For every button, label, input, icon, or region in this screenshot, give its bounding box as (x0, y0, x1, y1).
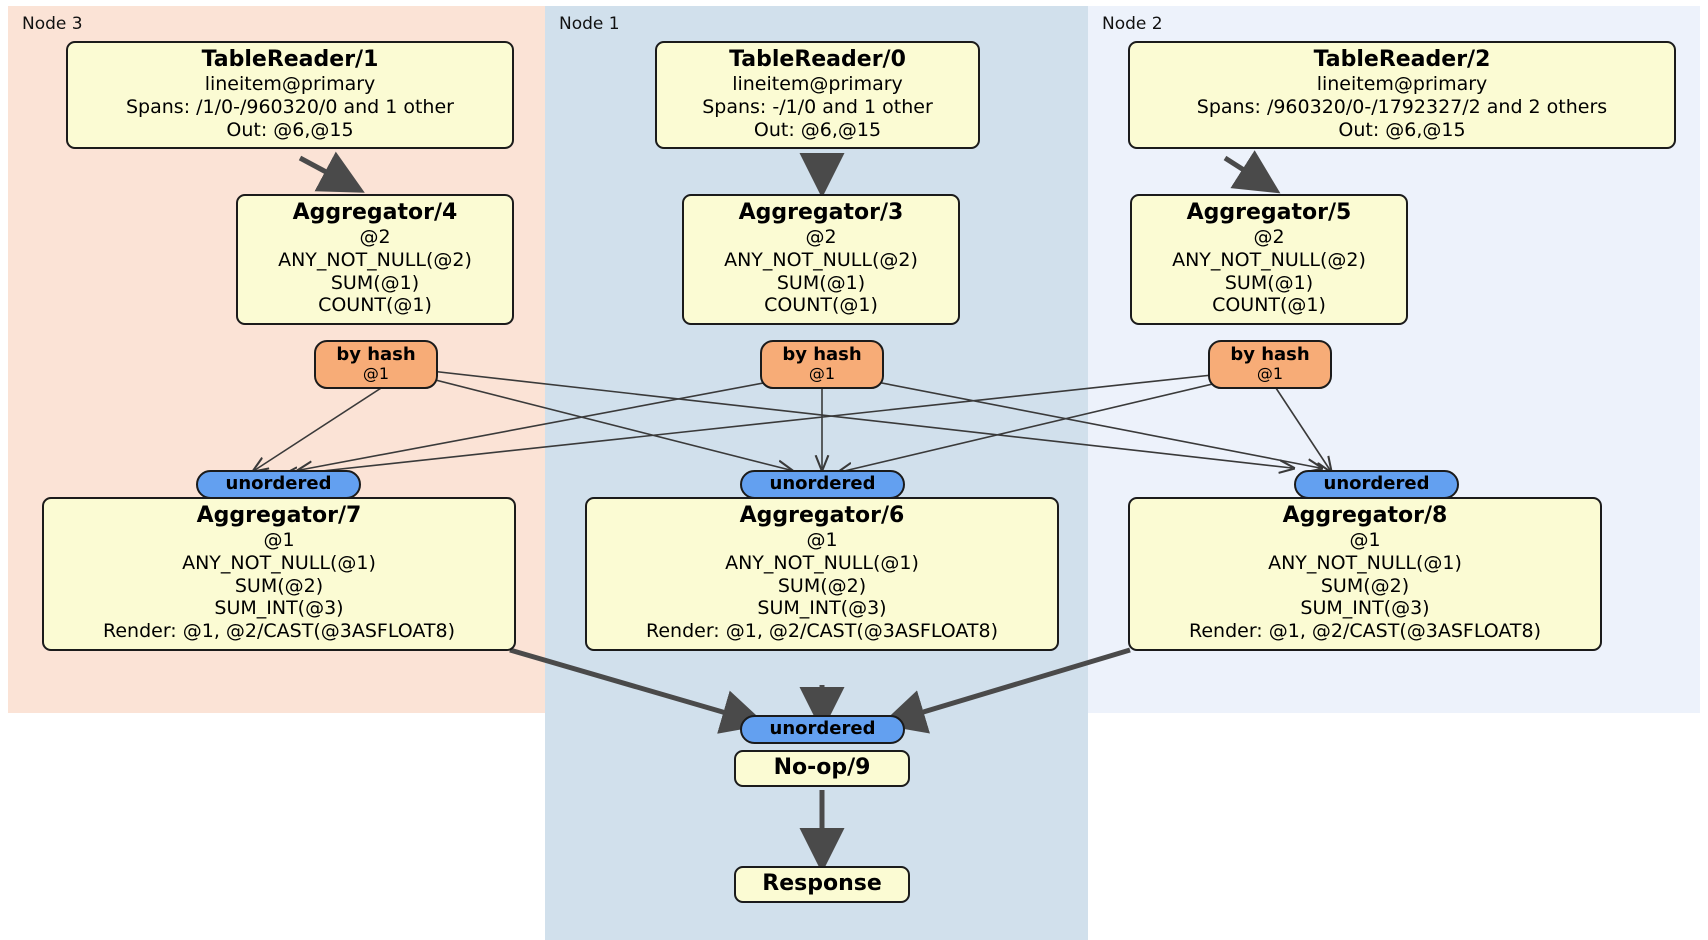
processor-aggregator-4[interactable]: Aggregator/4 @2 ANY_NOT_NULL(@2) SUM(@1)… (236, 194, 514, 326)
processor-line: Out: @6,@15 (1338, 118, 1466, 141)
processor-line: ANY_NOT_NULL(@2) (724, 248, 918, 271)
processor-line: SUM(@1) (330, 271, 420, 294)
router-label: by hash (336, 344, 416, 365)
processor-table-reader-1[interactable]: TableReader/1 lineitem@primary Spans: /1… (66, 41, 514, 150)
processor-line: Render: @1, @2/CAST(@3ASFLOAT8) (646, 620, 998, 643)
synchronizer-unordered-left[interactable]: unordered (196, 470, 361, 500)
processor-line: @1 (806, 528, 838, 551)
processor-aggregator-7[interactable]: Aggregator/7 @1 ANY_NOT_NULL(@1) SUM(@2)… (42, 497, 516, 651)
processor-title: Aggregator/5 (1186, 200, 1352, 225)
router-by-hash-mid[interactable]: by hash @1 (760, 340, 884, 390)
processor-line: Spans: -/1/0 and 1 other (702, 95, 933, 118)
processor-title: No-op/9 (773, 755, 871, 780)
processor-line: ANY_NOT_NULL(@2) (1172, 248, 1366, 271)
router-column: @1 (362, 364, 390, 384)
processor-line: ANY_NOT_NULL(@1) (1268, 551, 1462, 574)
processor-title: TableReader/2 (1313, 47, 1491, 72)
processor-title: Aggregator/8 (1282, 503, 1448, 528)
processor-line: SUM(@1) (776, 271, 866, 294)
processor-title: Aggregator/4 (292, 200, 458, 225)
processor-line: SUM_INT(@3) (1300, 597, 1430, 620)
router-by-hash-left[interactable]: by hash @1 (314, 340, 438, 390)
processor-aggregator-5[interactable]: Aggregator/5 @2 ANY_NOT_NULL(@2) SUM(@1)… (1130, 194, 1408, 326)
processor-line: @2 (1253, 225, 1285, 248)
processor-title: Aggregator/6 (739, 503, 905, 528)
processor-line: SUM_INT(@3) (757, 597, 887, 620)
router-column: @1 (808, 364, 836, 384)
processor-line: SUM(@2) (1320, 574, 1410, 597)
processor-line: Render: @1, @2/CAST(@3ASFLOAT8) (103, 620, 455, 643)
node-panel-label-node3: Node 3 (22, 14, 83, 34)
processor-line: Out: @6,@15 (753, 118, 882, 141)
processor-line: SUM_INT(@3) (214, 597, 344, 620)
synchronizer-label: unordered (1323, 473, 1430, 494)
synchronizer-label: unordered (769, 473, 876, 494)
processor-line: lineitem@primary (1316, 72, 1488, 95)
router-by-hash-right[interactable]: by hash @1 (1208, 340, 1332, 390)
processor-title: TableReader/1 (201, 47, 379, 72)
processor-line: ANY_NOT_NULL(@1) (725, 551, 919, 574)
synchronizer-unordered-mid[interactable]: unordered (740, 470, 905, 500)
router-label: by hash (1230, 344, 1310, 365)
processor-response[interactable]: Response (734, 866, 910, 903)
processor-line: ANY_NOT_NULL(@2) (278, 248, 472, 271)
processor-line: @2 (805, 225, 837, 248)
processor-line: COUNT(@1) (764, 294, 878, 317)
processor-line: Render: @1, @2/CAST(@3ASFLOAT8) (1189, 620, 1541, 643)
processor-aggregator-3[interactable]: Aggregator/3 @2 ANY_NOT_NULL(@2) SUM(@1)… (682, 194, 960, 326)
processor-aggregator-6[interactable]: Aggregator/6 @1 ANY_NOT_NULL(@1) SUM(@2)… (585, 497, 1059, 651)
processor-table-reader-0[interactable]: TableReader/0 lineitem@primary Spans: -/… (655, 41, 980, 150)
router-column: @1 (1256, 364, 1284, 384)
processor-line: ANY_NOT_NULL(@1) (182, 551, 376, 574)
processor-title: Response (762, 871, 882, 896)
processor-line: COUNT(@1) (318, 294, 432, 317)
processor-noop-9[interactable]: No-op/9 (734, 750, 910, 787)
processor-aggregator-8[interactable]: Aggregator/8 @1 ANY_NOT_NULL(@1) SUM(@2)… (1128, 497, 1602, 651)
processor-line: Out: @6,@15 (226, 118, 354, 141)
processor-line: SUM(@2) (234, 574, 324, 597)
synchronizer-label: unordered (225, 473, 332, 494)
router-label: by hash (782, 344, 862, 365)
synchronizer-label: unordered (769, 718, 876, 739)
processor-title: TableReader/0 (729, 47, 906, 72)
processor-title: Aggregator/7 (196, 503, 362, 528)
processor-line: @1 (263, 528, 295, 551)
synchronizer-unordered-right[interactable]: unordered (1294, 470, 1459, 500)
processor-line: lineitem@primary (732, 72, 903, 95)
processor-line: SUM(@2) (777, 574, 867, 597)
processor-title: Aggregator/3 (738, 200, 904, 225)
processor-line: @2 (359, 225, 391, 248)
node-panel-label-node1: Node 1 (559, 14, 620, 34)
processor-line: lineitem@primary (204, 72, 376, 95)
processor-line: SUM(@1) (1224, 271, 1314, 294)
processor-table-reader-2[interactable]: TableReader/2 lineitem@primary Spans: /9… (1128, 41, 1676, 150)
processor-line: @1 (1349, 528, 1381, 551)
processor-line: Spans: /960320/0-/1792327/2 and 2 others (1196, 95, 1608, 118)
synchronizer-unordered-final[interactable]: unordered (740, 715, 905, 745)
processor-line: COUNT(@1) (1212, 294, 1326, 317)
node-panel-label-node2: Node 2 (1102, 14, 1163, 34)
processor-line: Spans: /1/0-/960320/0 and 1 other (126, 95, 454, 118)
